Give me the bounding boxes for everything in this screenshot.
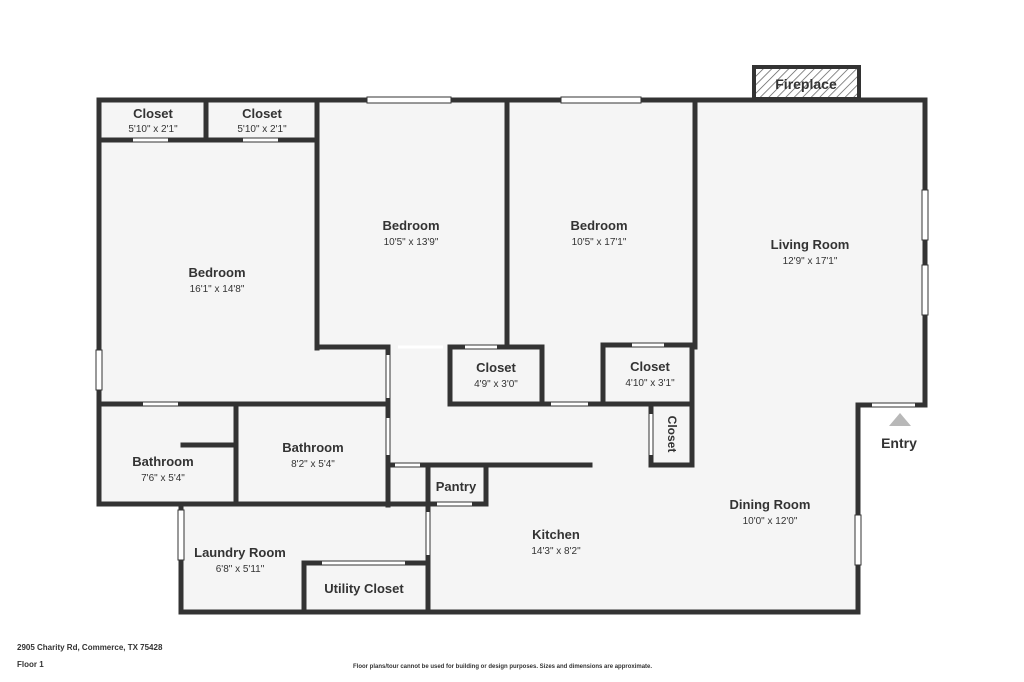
room-labels: Fireplace Closet 5'10" x 2'1" Closet 5'1…: [128, 76, 917, 596]
bedroom-2-name: Bedroom: [382, 218, 439, 233]
closet-2-dims: 5'10" x 2'1": [237, 124, 287, 135]
closet-1-dims: 5'10" x 2'1": [128, 124, 178, 135]
dining-room-dims: 10'0" x 12'0": [743, 516, 798, 527]
bedroom-3-name: Bedroom: [570, 218, 627, 233]
laundry-room-name: Laundry Room: [194, 545, 286, 560]
entry-label: Entry: [881, 435, 917, 451]
bedroom-3-dims: 10'5" x 17'1": [572, 237, 627, 248]
bathroom-2-name: Bathroom: [282, 440, 343, 455]
closet-4-dims: 4'10" x 3'1": [625, 378, 675, 389]
floor-label: Floor 1: [17, 660, 44, 669]
bathroom-1-name: Bathroom: [132, 454, 193, 469]
bedroom-main-dims: 16'1" x 14'8": [190, 284, 245, 295]
laundry-room-dims: 6'8" x 5'11": [216, 564, 265, 575]
living-room-name: Living Room: [771, 237, 850, 252]
closet-1-name: Closet: [133, 106, 173, 121]
dining-room-name: Dining Room: [730, 497, 811, 512]
kitchen-dims: 14'3" x 8'2": [531, 546, 581, 557]
disclaimer-text: Floor plans/tour cannot be used for buil…: [353, 664, 653, 670]
address-text: 2905 Charity Rd, Commerce, TX 75428: [17, 643, 163, 652]
bathroom-1-dims: 7'6" x 5'4": [141, 473, 185, 484]
closet-3-dims: 4'9" x 3'0": [474, 379, 518, 390]
openings: [133, 138, 915, 565]
bedroom-main-name: Bedroom: [188, 265, 245, 280]
entry-marker: [889, 413, 911, 426]
closet-5-name: Closet: [665, 416, 679, 453]
living-room-dims: 12'9" x 17'1": [783, 256, 838, 267]
closet-3-name: Closet: [476, 360, 516, 375]
closet-4-name: Closet: [630, 359, 670, 374]
bedroom-2-dims: 10'5" x 13'9": [384, 237, 439, 248]
fireplace-label: Fireplace: [775, 76, 837, 92]
pantry-name: Pantry: [436, 479, 477, 494]
windows: [95, 96, 929, 566]
utility-closet-name: Utility Closet: [324, 581, 404, 596]
kitchen-name: Kitchen: [532, 527, 580, 542]
bathroom-2-dims: 8'2" x 5'4": [291, 459, 335, 470]
closet-2-name: Closet: [242, 106, 282, 121]
floor-area: [99, 100, 925, 612]
